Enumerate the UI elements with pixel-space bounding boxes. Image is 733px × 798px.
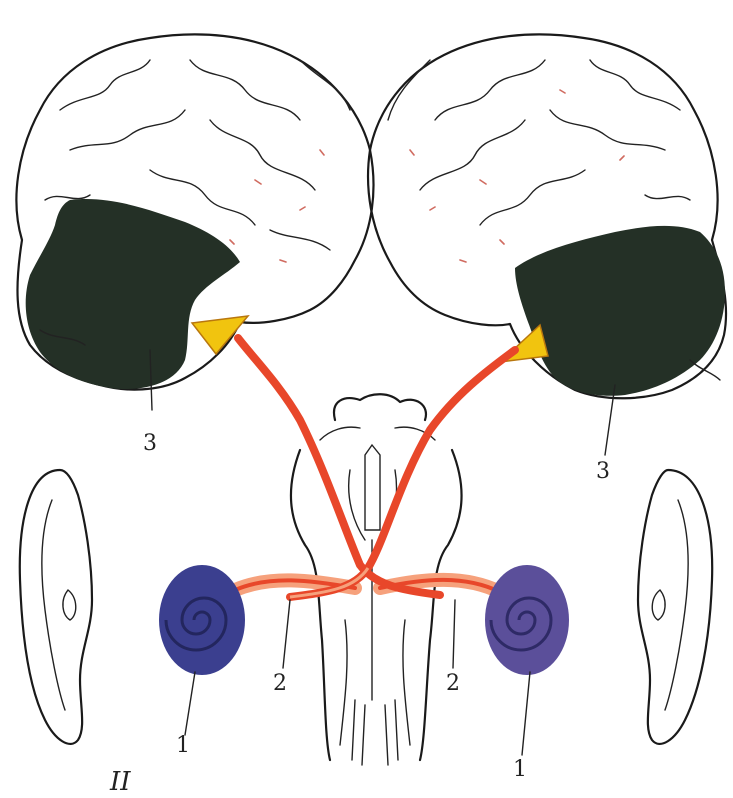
leader-lines xyxy=(150,350,615,755)
label-nerve-right: 2 xyxy=(446,671,460,696)
left-brain xyxy=(16,34,373,389)
label-cochlea-left: 1 xyxy=(176,733,190,758)
right-ear xyxy=(638,470,712,744)
auditory-pathways xyxy=(238,338,515,597)
left-auditory-cortex xyxy=(26,199,240,389)
left-ear xyxy=(20,470,92,744)
left-cochlea xyxy=(159,565,245,675)
label-cortex-right: 3 xyxy=(596,459,610,484)
label-cochlea-right: 1 xyxy=(513,757,527,782)
label-nerve-left: 2 xyxy=(273,671,287,696)
right-brain xyxy=(368,34,726,398)
right-cochlea xyxy=(485,565,569,675)
auditory-nerves xyxy=(235,580,500,592)
label-cortex-left: 3 xyxy=(143,431,157,456)
figure-mark: II xyxy=(109,767,131,797)
